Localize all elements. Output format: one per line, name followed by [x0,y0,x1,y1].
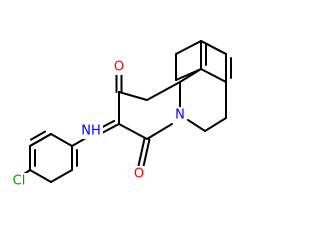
double-bond-line [142,138,151,168]
single-bond [200,68,227,83]
single-bond [118,123,148,140]
single-bond [187,119,206,132]
double-bond-line [29,133,52,147]
single-bond [29,169,52,183]
nitrogen-atom-label: N [175,108,185,123]
single-bond [175,40,202,55]
molecule-diagram: O O N NH Cl [10,40,232,189]
single-bond [146,123,173,140]
single-bond [118,91,148,101]
single-bond [204,117,227,132]
single-bond [146,81,181,101]
single-bond [71,137,87,147]
bond-lines [23,40,232,183]
nh-group-label: NH [81,124,101,139]
oxygen-atom-label: O [134,167,144,182]
double-bond-line [29,130,47,141]
single-bond [50,133,73,147]
single-bond [200,40,227,55]
single-bond [50,169,73,183]
chlorine-atom-label: Cl [13,174,26,189]
oxygen-atom-label: O [114,60,124,75]
single-bond [175,68,202,81]
double-bond-line [137,137,146,167]
atom-labels: O O N NH Cl [10,59,187,189]
double-bond-line [99,123,120,135]
